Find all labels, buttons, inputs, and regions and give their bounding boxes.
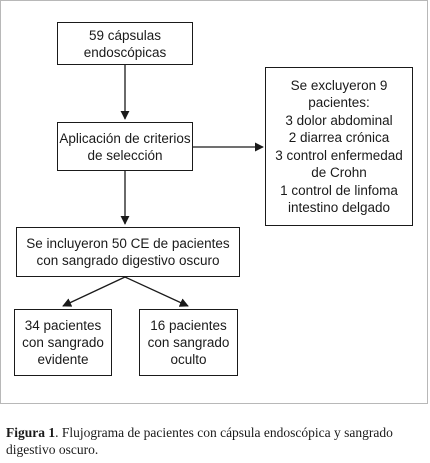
box-excluded-line-7: 1 control de linfoma xyxy=(280,182,398,198)
box-excluded-line-1: Se excluyeron 9 xyxy=(290,77,388,93)
box-capsules-line-1: 59 cápsulas xyxy=(88,27,162,43)
box-evident-line-1: 34 pacientes xyxy=(24,318,102,333)
box-excluded-line-2: pacientes: xyxy=(308,95,370,110)
box-excluded: Se excluyeron 9 pacientes: 3 dolor abdom… xyxy=(265,67,413,226)
box-evident-bleeding: 34 pacientes con sangrado evidente xyxy=(14,309,112,376)
box-excluded-line-3: 3 dolor abdominal xyxy=(285,112,393,128)
flowchart-arrows xyxy=(62,65,264,307)
arrow-included-to-evident xyxy=(62,276,126,307)
box-included-line-1: Se incluyeron 50 CE de pacientes xyxy=(26,236,230,251)
box-selection-criteria: Aplicación de criterios de selección xyxy=(57,122,193,171)
box-excluded-line-6: de Crohn xyxy=(311,165,367,180)
box-occult-line-1: 16 pacientes xyxy=(150,318,227,333)
box-occult-line-2: con sangrado xyxy=(147,335,230,350)
box-included: Se incluyeron 50 CE de pacientes con san… xyxy=(16,227,240,277)
figure-caption-label: Figura 1 xyxy=(6,425,56,440)
box-occult-bleeding: 16 pacientes con sangrado oculto xyxy=(139,309,238,376)
box-criteria-line-2: de selección xyxy=(87,147,163,163)
arrow-included-to-occult xyxy=(124,276,189,307)
box-capsules-line-2: endoscópicas xyxy=(83,44,167,60)
box-evident-line-2: con sangrado xyxy=(22,335,104,350)
box-evident-line-3: evidente xyxy=(37,352,89,367)
box-excluded-line-8: intestino delgado xyxy=(287,200,391,215)
box-criteria-line-1: Aplicación de criterios xyxy=(59,130,191,146)
figure-caption: Figura 1. Flujograma de pacientes con cá… xyxy=(6,424,426,458)
box-occult-line-3: oculto xyxy=(170,352,207,367)
box-excluded-line-5: 3 control enfermedad xyxy=(275,147,403,163)
box-capsules: 59 cápsulas endoscópicas xyxy=(57,22,193,65)
box-excluded-line-4: 2 diarrea crónica xyxy=(288,130,390,145)
figure-caption-text: . Flujograma de pacientes con cápsula en… xyxy=(6,425,393,457)
box-included-line-2: con sangrado digestivo oscuro xyxy=(36,253,220,268)
